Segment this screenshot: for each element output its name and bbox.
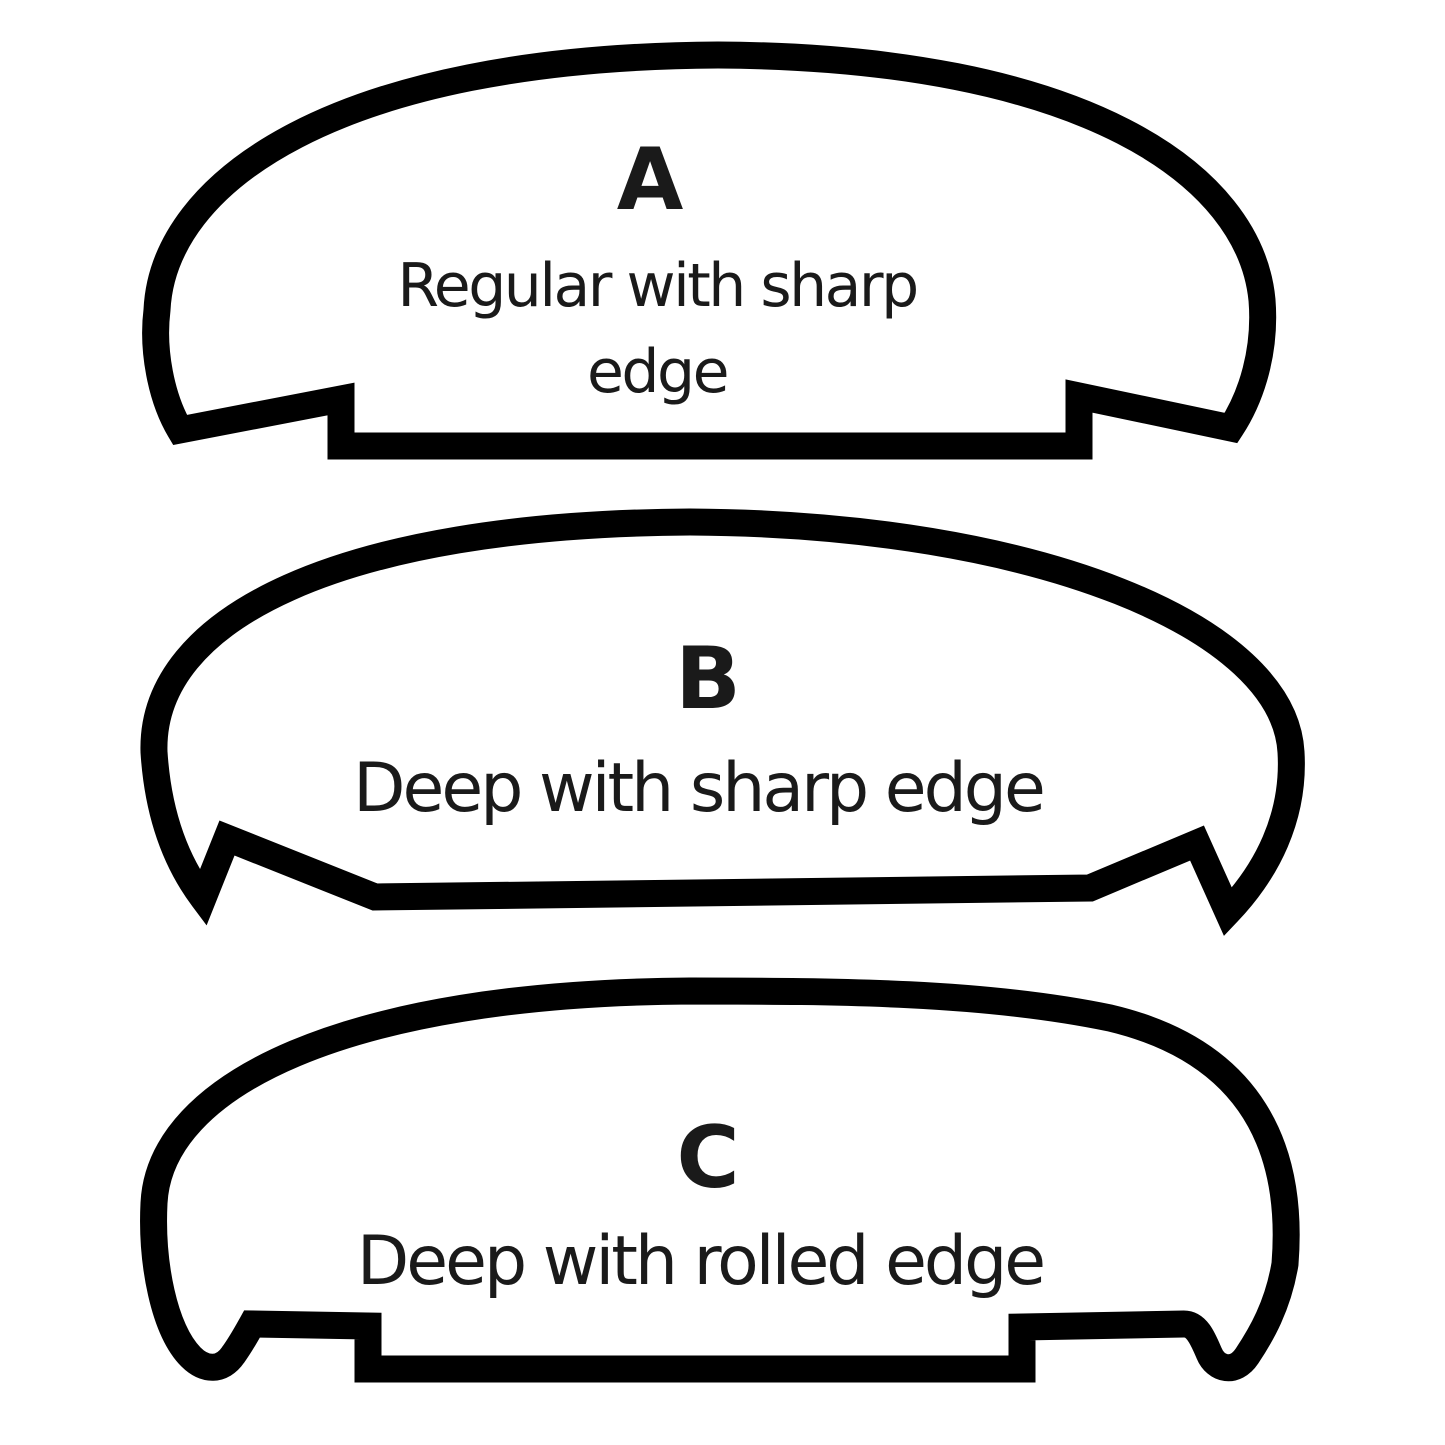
profile-a-label: A bbox=[616, 130, 684, 230]
profile-c-label: C bbox=[676, 1108, 740, 1208]
profile-a-description-line-1: Regular with sharp bbox=[397, 251, 919, 321]
profile-b-description: Deep with sharp edge bbox=[353, 749, 1046, 828]
profile-c-outline bbox=[140, 977, 1300, 1383]
profile-a-description: Regular with sharp edge bbox=[397, 243, 919, 415]
profile-c-description: Deep with rolled edge bbox=[356, 1222, 1046, 1301]
profile-b-outline bbox=[140, 508, 1305, 936]
profile-a-outline bbox=[142, 41, 1277, 460]
profile-b-label: B bbox=[675, 629, 741, 729]
profile-a-description-line-2: edge bbox=[587, 337, 730, 407]
